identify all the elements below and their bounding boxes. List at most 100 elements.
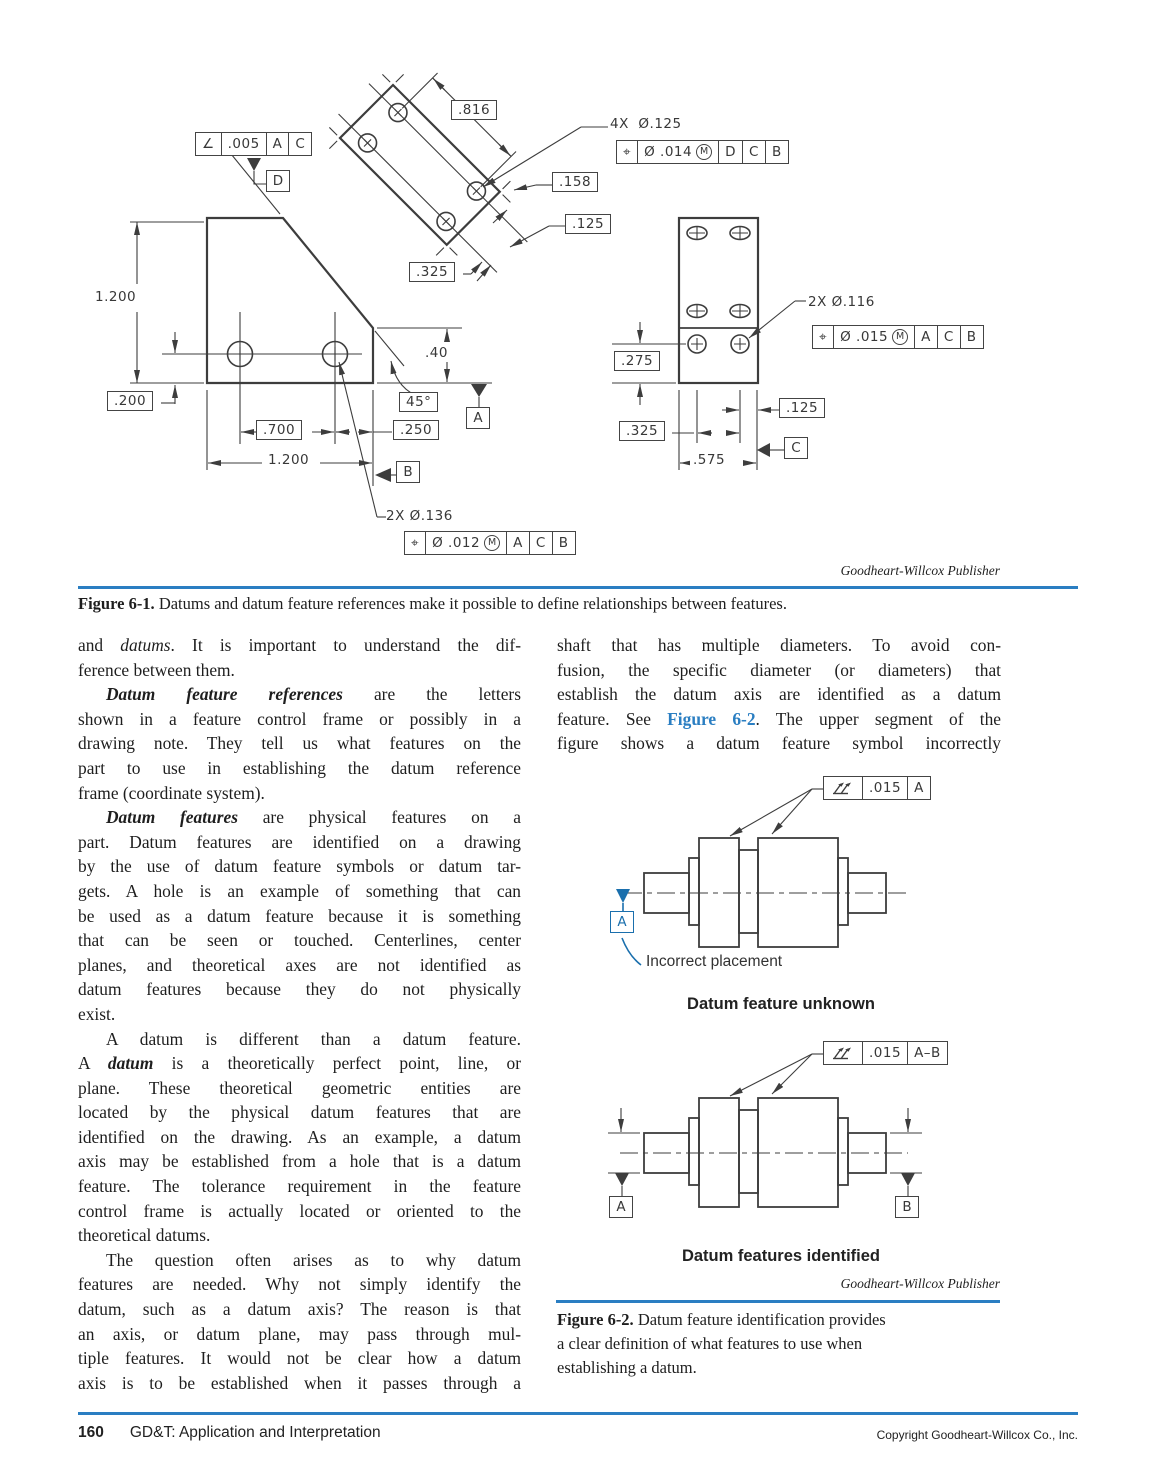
paragraph: shaft that has multiple diameters. To av… [557, 633, 1001, 756]
figure1-credit: Goodheart-Willcox Publisher [840, 563, 1000, 578]
total-runout-icon [824, 777, 862, 799]
dim-700: .700 [256, 420, 303, 440]
text-line: datum, such as a datum axis? The reason … [78, 1299, 521, 1320]
text-line: Datum features are physical features on … [106, 807, 521, 828]
position-icon: ⌖ [819, 329, 828, 345]
text-line: features are needed. Why not simply iden… [78, 1274, 521, 1295]
text-line: theoretical datums. [78, 1225, 211, 1246]
position-icon: ⌖ [411, 535, 420, 551]
text-line: planes, and theoretical axes are not ide… [78, 954, 521, 975]
text-line: exist. [78, 1003, 116, 1024]
dim-325-right: .325 [619, 421, 666, 441]
book-title: GD&T: Application and Interpretation [129, 1424, 381, 1441]
dim-200: .200 [107, 391, 154, 411]
figure-6-2-reference[interactable]: Figure 6-2 [667, 708, 756, 729]
text-line: axis may be established from a hole that… [78, 1151, 521, 1172]
hole-callout-2x116: 2X Ø.116 [808, 294, 875, 310]
figure2-caption-line1: Figure 6-2. Datum feature identification… [557, 1310, 886, 1329]
datum-box-d: D [266, 170, 290, 192]
figure2-caption-label: Figure 6-2. [557, 1310, 634, 1329]
datum-box-a: A [466, 407, 490, 429]
text-line: drawing note. They tell us what features… [78, 733, 521, 754]
hole-callout-4x: 4X Ø.125 [610, 116, 682, 132]
incorrect-placement-note: Incorrect placement [646, 953, 783, 970]
text-line: feature. The tolerance requirement in th… [78, 1176, 521, 1197]
figure2-credit: Goodheart-Willcox Publisher [840, 1276, 1000, 1291]
dim-158: .158 [552, 172, 599, 192]
footer-rule [78, 1412, 1078, 1415]
position-icon: ⌖ [623, 144, 632, 160]
dim-1200-vertical: 1.200 [92, 289, 140, 305]
text-line: fusion, the specific diameter (or diamet… [557, 659, 1001, 680]
text-line: datum features because they do not physi… [78, 979, 521, 1000]
subcaption-datum-features-identified: Datum features identified [681, 1247, 881, 1265]
text-line: gets. A hole is an example of something … [78, 880, 521, 901]
text-line: ference between them. [78, 659, 235, 680]
figure1-caption: Figure 6-1. Datums and datum feature ref… [78, 594, 1078, 614]
shaft-lower [608, 1053, 922, 1208]
datum-box-b-lower: B [895, 1196, 919, 1218]
body-column-right: shaft that has multiple diameters. To av… [557, 633, 1001, 756]
total-runout-icon [824, 1042, 862, 1064]
text-line: establish the datum axis are identified … [557, 684, 1001, 705]
mmc-modifier-icon: M [696, 144, 713, 160]
dim-125-right: .125 [779, 398, 826, 418]
footer-copyright: Copyright Goodheart-Willcox Co., Inc. [876, 1428, 1078, 1442]
datum-box-a-blue: A [610, 911, 634, 933]
text-line: frame (coordinate system). [78, 782, 265, 803]
text-line: that can be seen or touched. Centerlines… [78, 930, 521, 951]
dim-40: .40 [422, 345, 451, 361]
figure1-caption-text: Datums and datum feature references make… [158, 594, 787, 613]
dim-816: .816 [451, 100, 498, 120]
text-line: feature. See Figure 6-2. The upper segme… [557, 708, 1001, 729]
text-line: control frame is actually located or ori… [78, 1200, 521, 1221]
text-line: part to use in establishing the datum re… [78, 757, 521, 778]
text-line: be used as a datum feature because it is… [78, 905, 521, 926]
figure2-rule [556, 1300, 1000, 1303]
text-line: A datum is a theoretically perfect point… [78, 1053, 522, 1074]
angularity-icon: ∠ [202, 136, 215, 152]
text-line: tiple features. It would not be clear ho… [78, 1348, 521, 1369]
fcf-angularity: ∠ .005 A C [195, 132, 313, 156]
body-column-left: and datums. It is important to understan… [78, 633, 521, 1395]
text-line: figure shows a datum feature symbol inco… [557, 733, 1001, 754]
text-line: plane. These theoretical geometric entit… [78, 1077, 521, 1098]
text-line: and datums. It is important to understan… [78, 635, 521, 655]
paragraph: Datum feature references are the letters… [78, 682, 521, 805]
text-line: an axis, or datum plane, may pass throug… [78, 1323, 521, 1344]
text-line: The question often arises as to why datu… [106, 1249, 521, 1270]
figure2-caption: Figure 6-2. Datum feature identification… [557, 1308, 1007, 1380]
shaft-upper [616, 788, 908, 966]
text-line: part. Datum features are identified on a… [78, 831, 521, 852]
dim-325-detail: .325 [409, 262, 456, 282]
text-line: Datum feature references are the letters [106, 684, 521, 705]
text-line: located by the physical datum features t… [78, 1102, 521, 1123]
dim-1200-horizontal: 1.200 [265, 452, 313, 468]
text-line: shown in a feature control frame or poss… [78, 708, 521, 729]
paragraph: Datum features are physical features on … [78, 805, 521, 1026]
dim-575: .575 [690, 452, 729, 468]
dim-125-detail: .125 [565, 214, 612, 234]
text-line: shaft that has multiple diameters. To av… [557, 635, 1001, 655]
rotated-detail-view [328, 72, 528, 273]
paragraph: The question often arises as to why datu… [78, 1248, 521, 1396]
subcaption-datum-feature-unknown: Datum feature unknown [687, 995, 875, 1013]
fcf-runout-lower: .015 A–B [823, 1041, 948, 1065]
paragraph: and datums. It is important to understan… [78, 633, 521, 682]
figure1-caption-label: Figure 6-1. [78, 594, 155, 613]
text-line: identified on the drawing. As an example… [78, 1126, 521, 1147]
figure1-rule [78, 586, 1078, 589]
fcf-runout-upper: .015 A [823, 776, 931, 800]
mmc-modifier-icon: M [892, 329, 909, 345]
figure2-caption-line3: establishing a datum. [557, 1358, 697, 1377]
datum-box-c: C [784, 437, 808, 459]
mmc-modifier-icon: M [484, 535, 501, 551]
dim-45deg: 45° [399, 392, 439, 412]
datum-box-a-lower: A [609, 1196, 633, 1218]
text-line: axis is to be established when it passes… [78, 1372, 521, 1393]
